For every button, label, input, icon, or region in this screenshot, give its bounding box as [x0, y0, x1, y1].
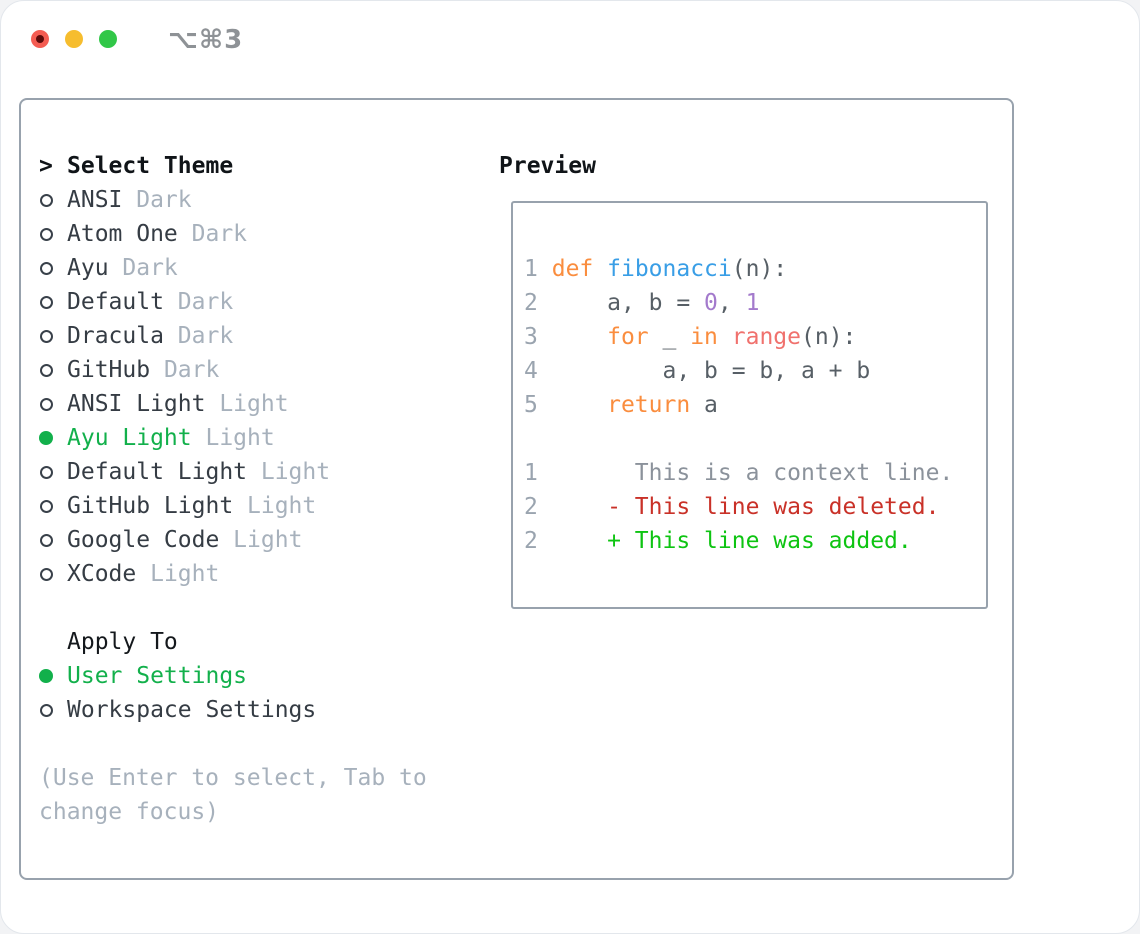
- radio-icon: [40, 295, 53, 309]
- preview-line: 2 + This line was added.: [524, 528, 912, 554]
- radio-icon: [40, 363, 53, 377]
- option-label: User Settings: [67, 663, 248, 689]
- preview-line: 4 a, b = b, a + b: [524, 358, 871, 384]
- preview-line: 3 for _ in range(n):: [524, 324, 857, 350]
- zoom-button[interactable]: [99, 30, 117, 48]
- help-text: (Use Enter to select, Tab to change focu…: [39, 761, 427, 829]
- theme-variant-label: Dark: [108, 255, 178, 281]
- option-label: GitHub: [67, 357, 151, 383]
- window-title: ⌥⌘3: [168, 25, 244, 55]
- preview-line: 1 def fibonacci(n):: [524, 256, 788, 282]
- radio-icon: [40, 533, 53, 547]
- theme-item-google-code[interactable]: Google Code Light: [39, 523, 330, 557]
- theme-item-ansi-light[interactable]: ANSI Light Light: [39, 387, 330, 421]
- option-label: Google Code: [67, 527, 220, 553]
- theme-item-atom-one[interactable]: Atom One Dark: [39, 217, 330, 251]
- radio-icon: [40, 703, 53, 717]
- theme-item-ayu[interactable]: Ayu Dark: [39, 251, 330, 285]
- option-label: GitHub Light: [67, 493, 234, 519]
- minimize-button[interactable]: [65, 30, 83, 48]
- theme-item-github-light[interactable]: GitHub Light Light: [39, 489, 330, 523]
- preview-line: 2 - This line was deleted.: [524, 494, 940, 520]
- theme-list-title: Select Theme: [67, 153, 234, 179]
- theme-variant-label: Dark: [177, 221, 248, 247]
- radio-icon: [40, 329, 53, 343]
- apply-option-user-settings[interactable]: User Settings: [39, 659, 316, 693]
- theme-item-dracula[interactable]: Dracula Dark: [39, 319, 330, 353]
- theme-variant-label: Light: [219, 527, 303, 553]
- option-label: Dracula: [67, 323, 164, 349]
- theme-variant-label: Dark: [122, 187, 192, 213]
- radio-icon: [40, 397, 53, 411]
- theme-item-xcode[interactable]: XCode Light: [39, 557, 330, 591]
- preview-line: 5 return a: [524, 392, 718, 418]
- radio-icon: [40, 193, 53, 207]
- preview-line: 1 This is a context line.: [524, 460, 954, 486]
- option-label: Default Light: [67, 459, 248, 485]
- radio-selected-icon: [39, 669, 53, 683]
- theme-variant-label: Light: [136, 561, 220, 587]
- option-label: Workspace Settings: [67, 697, 317, 723]
- preview-code: 1 def fibonacci(n): 2 a, b = 0, 1 3 for _ …: [524, 252, 986, 558]
- option-label: Ayu Light: [67, 425, 192, 451]
- theme-variant-label: Light: [233, 493, 317, 519]
- theme-variant-label: Dark: [150, 357, 220, 383]
- preview-line: 2 a, b = 0, 1: [524, 290, 760, 316]
- theme-item-default[interactable]: Default Dark: [39, 285, 330, 319]
- theme-variant-label: Light: [191, 425, 275, 451]
- titlebar: ⌥⌘3: [1, 1, 1139, 79]
- option-label: XCode: [67, 561, 137, 587]
- preview-box: 1 def fibonacci(n): 2 a, b = 0, 1 3 for _ …: [511, 201, 988, 609]
- radio-icon: [40, 227, 53, 241]
- preview-title: Preview: [499, 153, 596, 179]
- theme-variant-label: Light: [205, 391, 289, 417]
- apply-option-workspace-settings[interactable]: Workspace Settings: [39, 693, 316, 727]
- preview-line: [524, 422, 986, 456]
- apply-to-header: Apply To: [39, 625, 316, 659]
- help-line: (Use Enter to select, Tab to: [39, 765, 427, 791]
- theme-variant-label: Light: [247, 459, 331, 485]
- option-label: Default: [67, 289, 164, 315]
- preview-header: Preview: [499, 149, 596, 183]
- option-label: ANSI Light: [67, 391, 206, 417]
- apply-to-title: Apply To: [67, 629, 178, 655]
- radio-icon: [40, 261, 53, 275]
- radio-icon: [40, 567, 53, 581]
- theme-variant-label: Dark: [163, 323, 234, 349]
- option-label: Atom One: [67, 221, 178, 247]
- close-button[interactable]: [31, 30, 49, 48]
- theme-list-header: > Select Theme: [39, 149, 330, 183]
- theme-variant-label: Dark: [163, 289, 234, 315]
- theme-item-github[interactable]: GitHub Dark: [39, 353, 330, 387]
- focus-caret-icon: >: [39, 153, 53, 179]
- radio-icon: [40, 499, 53, 513]
- option-label: ANSI: [67, 187, 123, 213]
- radio-selected-icon: [39, 431, 53, 445]
- theme-item-default-light[interactable]: Default Light Light: [39, 455, 330, 489]
- radio-icon: [40, 465, 53, 479]
- theme-item-ayu-light[interactable]: Ayu Light Light: [39, 421, 330, 455]
- theme-item-ansi[interactable]: ANSI Dark: [39, 183, 330, 217]
- option-label: Ayu: [67, 255, 109, 281]
- help-line: change focus): [39, 799, 220, 825]
